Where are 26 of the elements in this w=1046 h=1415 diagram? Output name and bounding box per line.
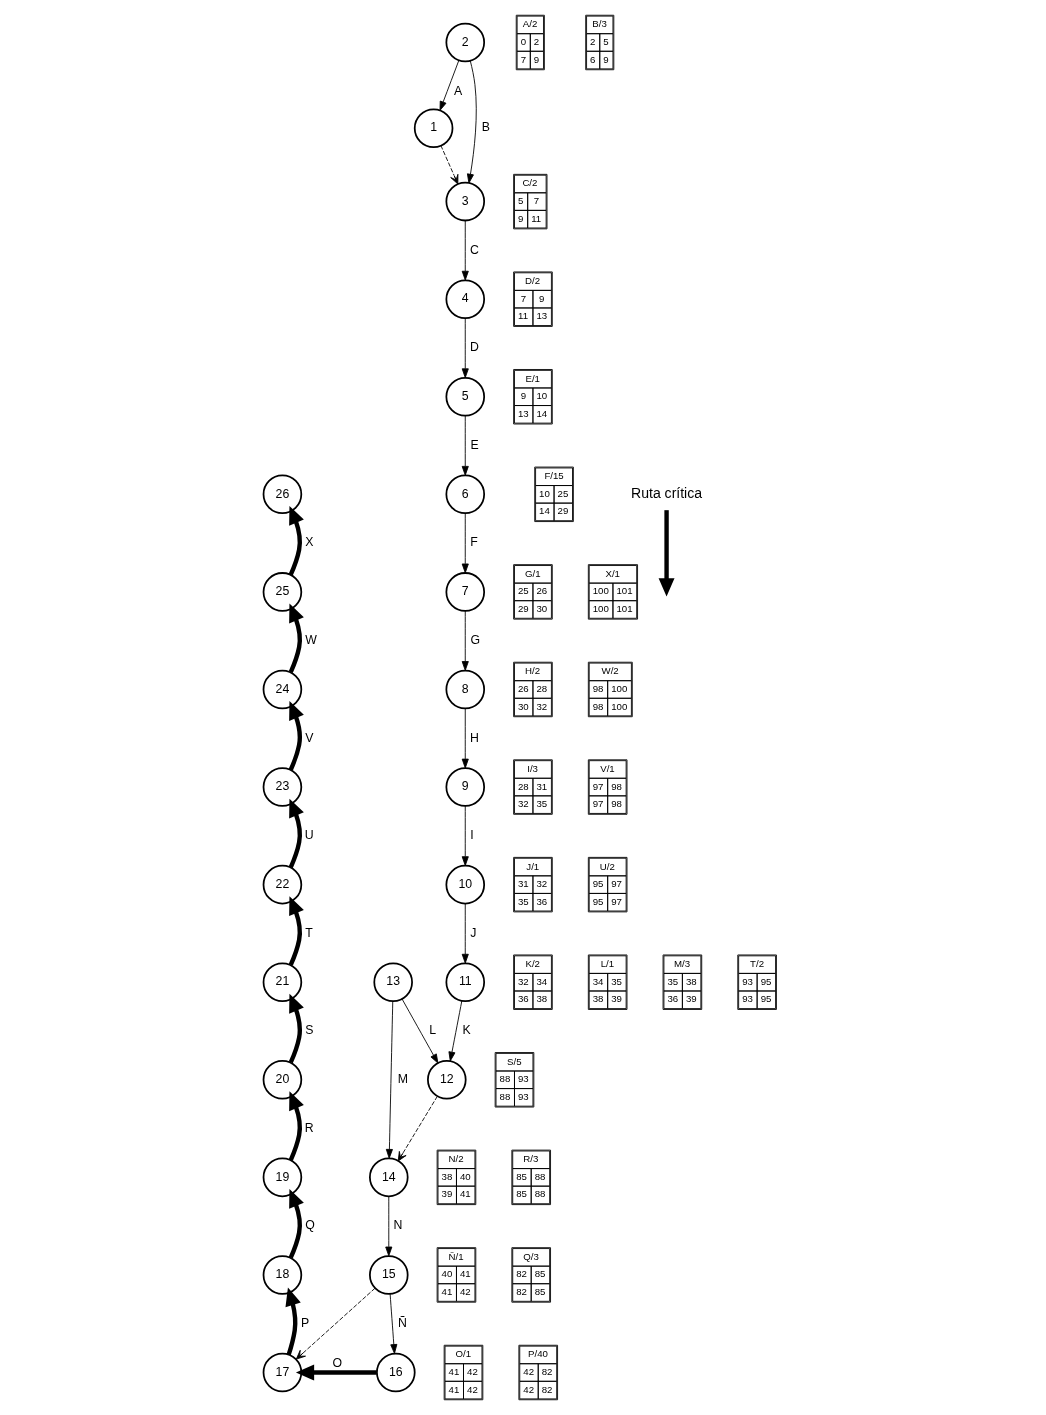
edge-label: J — [469, 925, 476, 940]
edge-label: U — [304, 828, 314, 843]
edge-label: W — [304, 632, 317, 647]
edge-label: R — [304, 1120, 314, 1135]
edge-label: K — [462, 1023, 471, 1038]
legend-label: Ruta crítica — [630, 484, 702, 501]
edge-label: P — [300, 1315, 309, 1330]
edge-label: Q — [304, 1218, 315, 1233]
edge-label: F — [469, 535, 478, 550]
edge-label: B — [481, 120, 490, 135]
edge-label: I — [469, 828, 474, 843]
edge-label: D — [469, 340, 479, 355]
edge-label: Ñ — [397, 1315, 407, 1330]
edge-label: N — [393, 1218, 403, 1233]
edge-label: A — [453, 83, 462, 98]
edge-label: V — [304, 730, 313, 745]
edge-label: O — [332, 1355, 342, 1370]
edge-label: E — [469, 437, 479, 452]
edge-label: C — [469, 242, 479, 257]
edge-label: G — [470, 632, 480, 647]
edge-label: T — [304, 925, 312, 940]
edge-label: S — [304, 1023, 313, 1038]
edge-label: X — [304, 535, 313, 550]
edge-label: L — [428, 1023, 436, 1038]
edge-label: M — [397, 1072, 408, 1087]
edge-label: H — [469, 730, 479, 745]
